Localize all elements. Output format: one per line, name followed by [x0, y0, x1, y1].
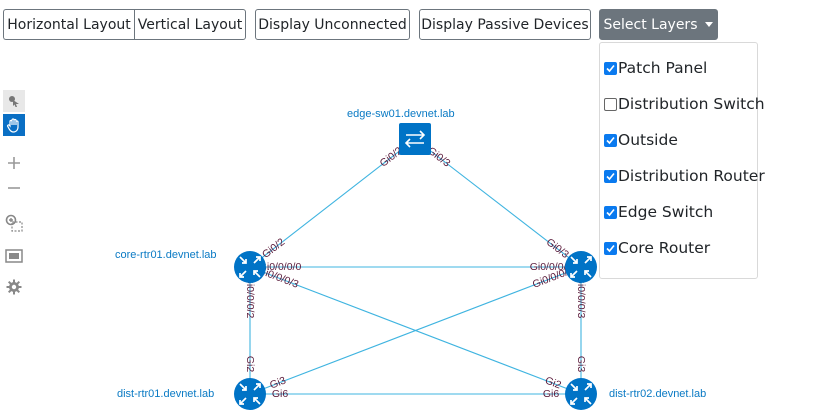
interface-label: Gi6	[543, 388, 560, 400]
horizontal-layout-button[interactable]: Horizontal Layout	[3, 9, 134, 40]
settings-icon[interactable]	[3, 276, 25, 298]
select-layers-button[interactable]: Select Layers	[599, 9, 718, 40]
node-label-core1: core-rtr01.devnet.lab	[115, 249, 217, 261]
layer-label: Patch Panel	[618, 59, 708, 77]
zoom-in-icon[interactable]	[3, 152, 25, 174]
interface-label: Gi0/3	[544, 236, 571, 261]
caret-down-icon	[705, 22, 714, 27]
router-icon-core1[interactable]	[234, 251, 266, 283]
display-unconnected-button[interactable]: Display Unconnected	[255, 9, 410, 40]
select-layers-label: Select Layers	[603, 16, 698, 33]
layer-item-patch-panel[interactable]: Patch Panel	[604, 56, 707, 80]
interface-label: Gi6	[272, 388, 289, 400]
layer-label: Distribution Router	[618, 167, 765, 185]
node-label-dist2: dist-rtr02.devnet.lab	[609, 388, 707, 400]
display-passive-devices-button[interactable]: Display Passive Devices	[419, 9, 591, 40]
link-edge-core1[interactable]	[249, 138, 416, 268]
switch-icon-edge[interactable]	[399, 123, 431, 155]
link-edge-core2[interactable]	[414, 138, 582, 268]
interface-label: Gi0/0/0/3	[575, 276, 587, 319]
layer-item-distribution-switch[interactable]: Distribution Switch	[604, 92, 765, 116]
interface-label: Gi0/2	[260, 236, 287, 261]
vertical-layout-button[interactable]: Vertical Layout	[134, 9, 246, 40]
zoom-selection-icon[interactable]	[3, 212, 25, 234]
layer-checkbox[interactable]	[604, 205, 617, 219]
layer-checkbox[interactable]	[604, 169, 617, 183]
fit-view-icon[interactable]	[3, 245, 25, 267]
zoom-out-icon[interactable]	[3, 177, 25, 199]
layer-label: Distribution Switch	[618, 95, 765, 113]
interface-label: Gi2	[244, 356, 256, 373]
pan-hand-icon[interactable]	[3, 114, 25, 136]
layer-checkbox[interactable]	[604, 133, 617, 147]
interface-label: Gi3	[268, 374, 288, 391]
node-label-dist1: dist-rtr01.devnet.lab	[117, 388, 215, 400]
interface-label: Gi0/0/0/0	[259, 261, 302, 273]
layer-label: Core Router	[618, 239, 711, 257]
node-label-edge: edge-sw01.devnet.lab	[347, 108, 455, 120]
interface-label: Gi0/0/0/2	[244, 276, 256, 319]
interface-label: Gi3	[575, 356, 587, 373]
layer-item-distribution-router[interactable]: Distribution Router	[604, 164, 765, 188]
router-icon-core2[interactable]	[565, 251, 597, 283]
layer-checkbox[interactable]	[604, 97, 617, 111]
layer-item-edge-switch[interactable]: Edge Switch	[604, 200, 713, 224]
layer-checkbox[interactable]	[604, 61, 617, 75]
select-icon[interactable]	[3, 90, 25, 112]
router-icon-dist1[interactable]	[234, 378, 266, 410]
layer-label: Edge Switch	[618, 203, 714, 221]
layer-item-outside[interactable]: Outside	[604, 128, 678, 152]
layout-button-group: Horizontal Layout Vertical Layout	[3, 9, 246, 40]
layer-checkbox[interactable]	[604, 241, 617, 255]
layer-label: Outside	[618, 131, 678, 149]
link-core2-dist1[interactable]	[249, 266, 582, 395]
interface-label: Gi2	[543, 375, 563, 392]
interface-label: Gi0/0/0/0	[530, 261, 573, 273]
router-icon-dist2[interactable]	[565, 378, 597, 410]
layer-item-core-router[interactable]: Core Router	[604, 236, 710, 260]
